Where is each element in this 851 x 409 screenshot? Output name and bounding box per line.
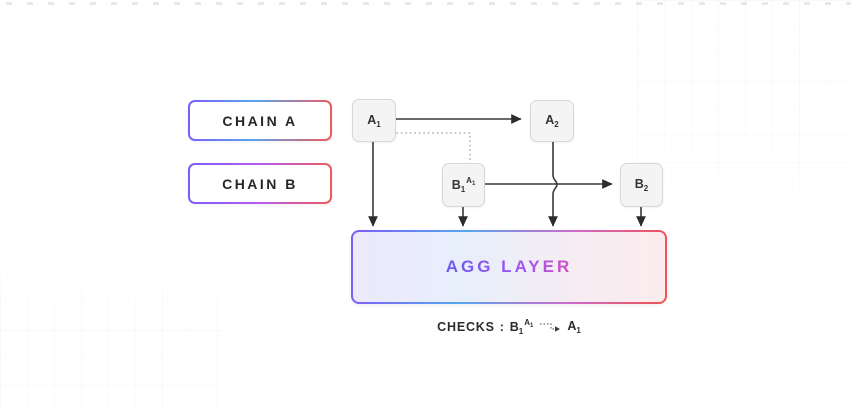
node-b2-letter: B	[634, 177, 644, 191]
checks-left-term: B1A1	[510, 318, 534, 336]
chain-a-box: CHAIN A	[188, 100, 332, 141]
checks-separator: :	[499, 320, 505, 334]
checks-left-sup-subscript: 1	[530, 323, 534, 329]
node-b2-label: B2	[635, 177, 648, 193]
background-grid-top-right	[637, 0, 851, 228]
agg-layer-label: AGG LAYER	[445, 257, 573, 276]
node-a1-letter: A	[367, 112, 377, 127]
node-a1: A1	[352, 99, 396, 142]
node-a2-letter: A	[545, 113, 555, 127]
dotted-arrow-icon	[540, 322, 561, 332]
node-a1-subscript: 1	[376, 119, 381, 129]
checks-left-subscript: 1	[518, 327, 524, 336]
node-a2-subscript: 2	[554, 120, 559, 129]
checks-right-letter: A	[567, 319, 577, 333]
node-b1-label: B1A1	[452, 176, 476, 194]
background-grid-bottom-left	[0, 249, 222, 409]
node-a1-label: A1	[367, 113, 380, 129]
agg-layer-box: AGG LAYER	[351, 230, 667, 304]
edge-a2-agg-with-jump	[548, 142, 558, 227]
node-a2-label: A2	[545, 113, 558, 129]
checks-right-term: A1	[567, 319, 580, 335]
checks-caption: CHECKS : B1A1 A1	[351, 317, 667, 337]
checks-left-letter: B	[509, 320, 519, 334]
node-b1-subscript: 1	[460, 185, 466, 194]
chain-a-label: CHAIN A	[190, 102, 330, 139]
chain-b-box: CHAIN B	[188, 163, 332, 204]
node-b1-sup-letter: A	[466, 176, 472, 185]
checks-label: CHECKS	[437, 320, 495, 334]
node-b1: B1A1	[442, 163, 485, 207]
agg-layer-inner: AGG LAYER	[353, 232, 665, 302]
node-b2-subscript: 2	[643, 184, 649, 193]
top-tick-ruler	[6, 2, 851, 5]
node-b1-letter: B	[451, 178, 461, 192]
node-b1-superscript: A1	[466, 176, 476, 187]
checks-left-superscript: A1	[524, 318, 534, 329]
node-a2: A2	[530, 100, 574, 142]
checks-left-sup-letter: A	[524, 318, 530, 327]
node-b2: B2	[620, 163, 663, 207]
node-b1-sup-subscript: 1	[471, 181, 476, 187]
checks-right-subscript: 1	[576, 326, 581, 335]
chain-b-label: CHAIN B	[190, 165, 330, 202]
